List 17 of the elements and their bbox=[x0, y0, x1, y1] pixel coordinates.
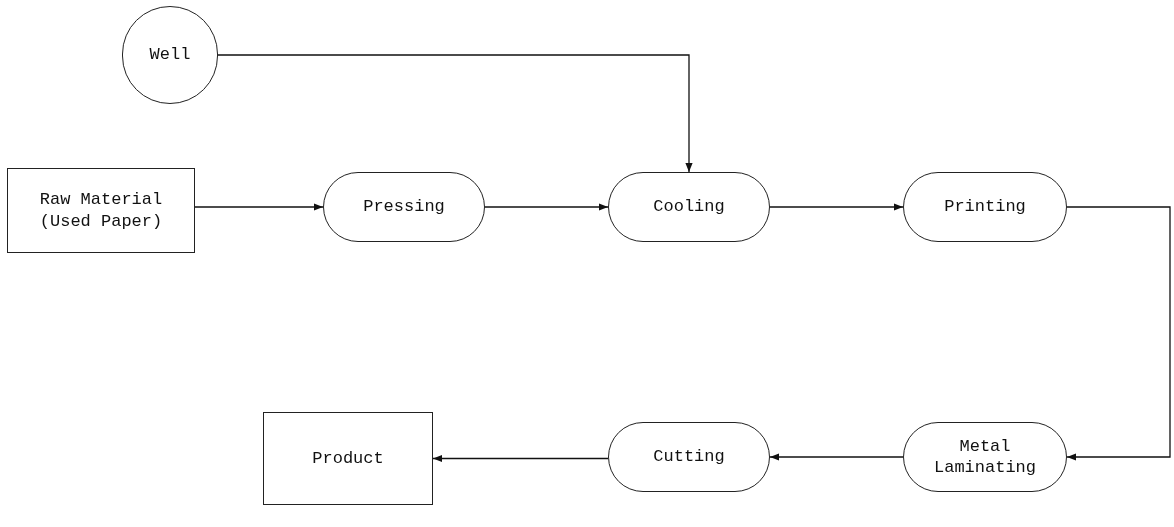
node-label: Printing bbox=[943, 196, 1027, 218]
node-label: Cutting bbox=[652, 446, 726, 468]
node-label: Product bbox=[311, 447, 385, 470]
material-box bbox=[7, 168, 195, 253]
node-label: Pressing bbox=[362, 196, 446, 218]
arrow bbox=[432, 454, 609, 463]
arrow bbox=[484, 203, 609, 211]
arrow bbox=[217, 54, 693, 173]
node-label: Metal Laminating bbox=[933, 435, 1037, 479]
arrow bbox=[194, 203, 324, 211]
node-label: Raw Material (Used Paper) bbox=[38, 189, 164, 232]
node-label: Well bbox=[148, 44, 192, 66]
material-box bbox=[263, 412, 433, 505]
arrow bbox=[1066, 206, 1171, 461]
node-label: Cooling bbox=[652, 196, 726, 218]
arrow bbox=[769, 453, 904, 461]
arrow bbox=[769, 203, 904, 211]
